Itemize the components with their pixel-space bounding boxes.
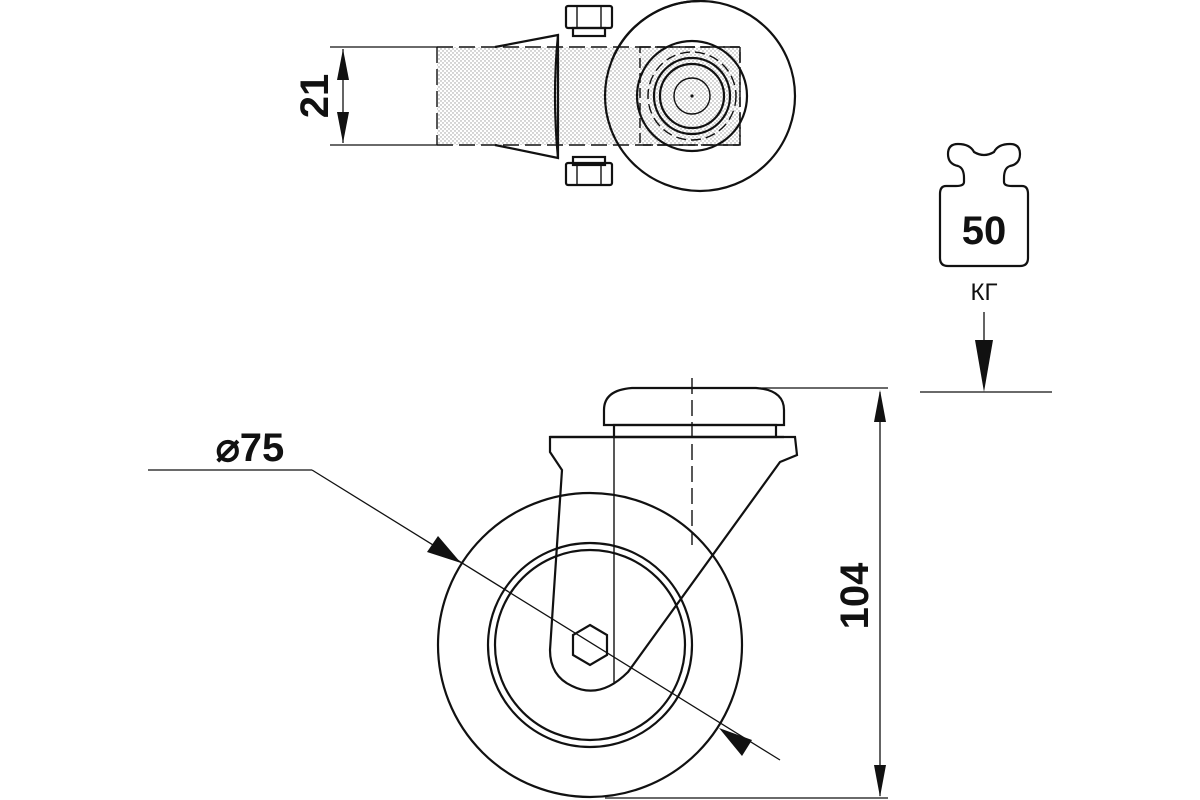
load-arrow: [975, 340, 993, 392]
top-tire: [437, 47, 740, 145]
diameter-dimension-label: ⌀75: [216, 426, 285, 470]
diameter-arrow-lower: [719, 728, 752, 756]
width-dimension-label: 21: [293, 74, 337, 119]
top-axle-nut-lower: [564, 161, 614, 187]
load-value: 50: [962, 209, 1007, 253]
top-fork: [494, 33, 560, 160]
load-unit: КГ: [971, 279, 998, 306]
side-axle-nut: [571, 623, 609, 667]
load-weight-icon: 50 КГ: [920, 142, 1052, 393]
side-rim: [493, 548, 687, 742]
side-tire: [436, 491, 744, 799]
side-view: ⌀75 104: [148, 378, 888, 799]
diameter-arrow-upper: [427, 536, 461, 563]
top-swivel-plate: [603, 0, 797, 193]
height-dimension-label: 104: [833, 562, 877, 629]
side-top-cap: [602, 386, 786, 427]
top-axle-nut-upper: [564, 4, 614, 30]
top-view: 21: [293, 0, 797, 193]
side-fork: [548, 435, 799, 692]
